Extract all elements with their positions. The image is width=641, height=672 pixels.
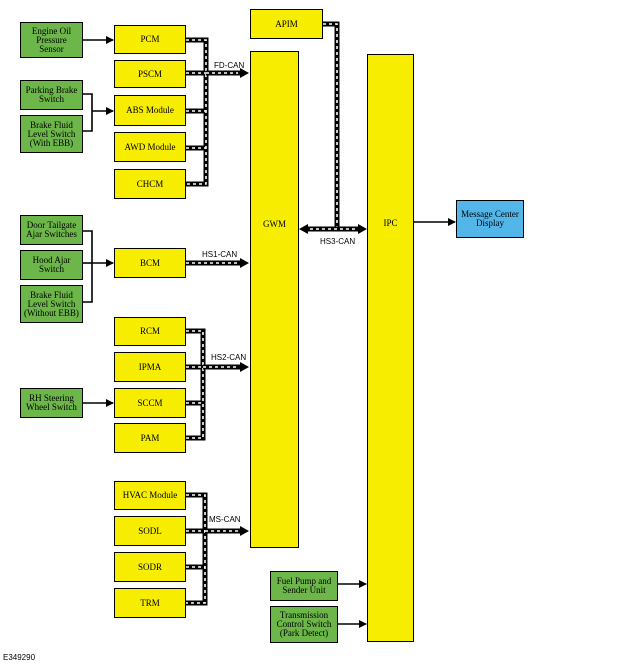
pcm-module: PCM <box>114 25 186 54</box>
fuel-pump-sender-unit: Fuel Pump and Sender Unit <box>270 571 338 601</box>
hs1-can-label: HS1-CAN <box>202 250 238 259</box>
rcm-label: RCM <box>139 326 160 336</box>
door-tailgate-ajar-switches: Door Tailgate Ajar Switches <box>20 215 83 245</box>
pam-label: PAM <box>140 432 160 443</box>
hvac-label: HVAC Module <box>122 490 178 500</box>
parking-brake-switch: Parking Brake Switch <box>20 80 83 110</box>
sodl-module: SODL <box>114 516 186 546</box>
ipma-module: IPMA <box>114 352 186 382</box>
fd-can-bus <box>186 37 249 187</box>
parking-brake-label: Parking Brake Switch <box>25 85 78 104</box>
awd-module: AWD Module <box>114 132 186 162</box>
bcm-module: BCM <box>114 248 186 278</box>
fd-can-label: FD-CAN <box>214 61 245 70</box>
rh-steering-wheel-switch: RH Steering Wheel Switch <box>20 388 83 418</box>
pcm-label: PCM <box>140 34 160 44</box>
ms-can-bus <box>186 492 249 606</box>
bracket-abs-inputs <box>83 93 93 132</box>
ipc-label: IPC <box>383 218 398 228</box>
sccm-module: SCCM <box>114 388 186 418</box>
gwm-label: GWM <box>263 219 286 229</box>
sodl-label: SODL <box>138 525 162 536</box>
hs3-can-bus <box>299 21 367 234</box>
sccm-label: SCCM <box>137 397 163 408</box>
engine-oil-label: Engine Oil Pressure Sensor <box>31 25 72 54</box>
brake-fluid-no-ebb-label: Brake Fluid Level Switch (Without EBB) <box>24 289 79 318</box>
chcm-module: CHCM <box>114 169 186 199</box>
brake-fluid-switch-no-ebb: Brake Fluid Level Switch (Without EBB) <box>20 285 83 323</box>
abs-module: ABS Module <box>114 95 186 126</box>
fuel-pump-label: Fuel Pump and Sender Unit <box>276 576 332 595</box>
message-center-display: Message Center Display <box>456 200 524 238</box>
hs3-can-label: HS3-CAN <box>320 237 356 246</box>
bracket-bcm-inputs <box>83 230 93 303</box>
pam-module: PAM <box>114 423 186 453</box>
trm-label: TRM <box>140 597 160 608</box>
awd-label: AWD Module <box>124 141 176 152</box>
apim-label: APIM <box>275 18 298 29</box>
hvac-module: HVAC Module <box>114 481 186 510</box>
hs2-can-label: HS2-CAN <box>211 353 247 362</box>
bcm-label: BCM <box>139 257 160 268</box>
ipc-module: IPC <box>367 54 414 642</box>
door-tailgate-label: Door Tailgate Ajar Switches <box>26 220 77 239</box>
chcm-label: CHCM <box>136 178 164 189</box>
hs1-can-bus <box>186 258 249 268</box>
transmission-control-switch: Transmission Control Switch (Park Detect… <box>270 606 338 643</box>
abs-label: ABS Module <box>126 105 174 115</box>
figure-id: E349290 <box>3 653 36 662</box>
sensor-lines <box>83 36 456 628</box>
hood-ajar-label: Hood Ajar Switch <box>32 255 71 274</box>
message-center-label: Message Center Display <box>461 209 519 228</box>
transmission-label: Transmission Control Switch (Park Detect… <box>276 610 332 638</box>
pscm-label: PSCM <box>137 68 163 79</box>
hs2-can-bus <box>186 328 249 441</box>
hood-ajar-switch: Hood Ajar Switch <box>20 250 83 280</box>
rcm-module: RCM <box>114 317 186 346</box>
ipma-label: IPMA <box>138 361 162 372</box>
brake-fluid-switch-ebb: Brake Fluid Level Switch (With EBB) <box>20 115 83 153</box>
sodr-module: SODR <box>114 552 186 582</box>
trm-module: TRM <box>114 588 186 618</box>
gwm-module: GWM <box>250 51 299 548</box>
ms-can-label: MS-CAN <box>209 515 241 524</box>
can-buses <box>186 21 367 606</box>
sodr-label: SODR <box>137 561 162 572</box>
engine-oil-pressure-sensor: Engine Oil Pressure Sensor <box>20 22 83 58</box>
rh-steering-label: RH Steering Wheel Switch <box>26 393 77 412</box>
pscm-module: PSCM <box>114 60 186 88</box>
apim-module: APIM <box>250 9 323 39</box>
brake-fluid-ebb-label: Brake Fluid Level Switch (With EBB) <box>27 119 76 148</box>
